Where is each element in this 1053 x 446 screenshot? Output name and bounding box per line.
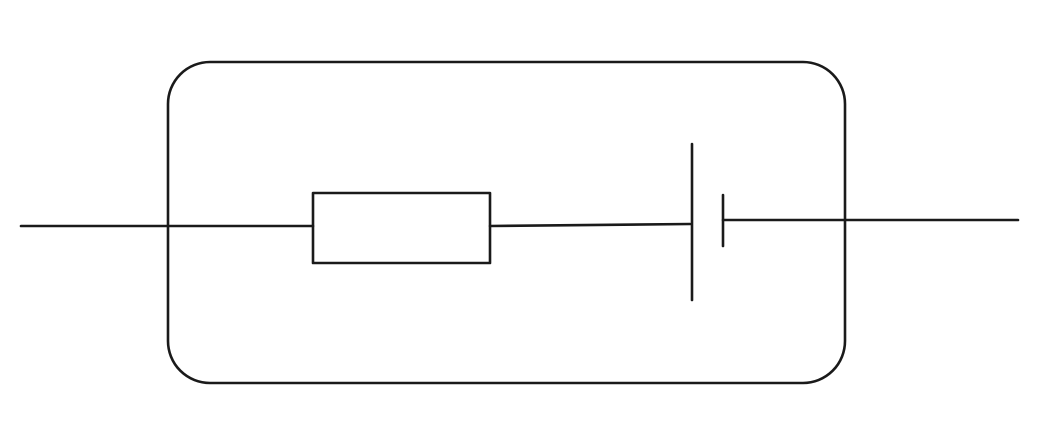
- enclosure-box: [166, 60, 847, 385]
- resistor: [311, 191, 492, 265]
- middle-wire: [488, 222, 692, 228]
